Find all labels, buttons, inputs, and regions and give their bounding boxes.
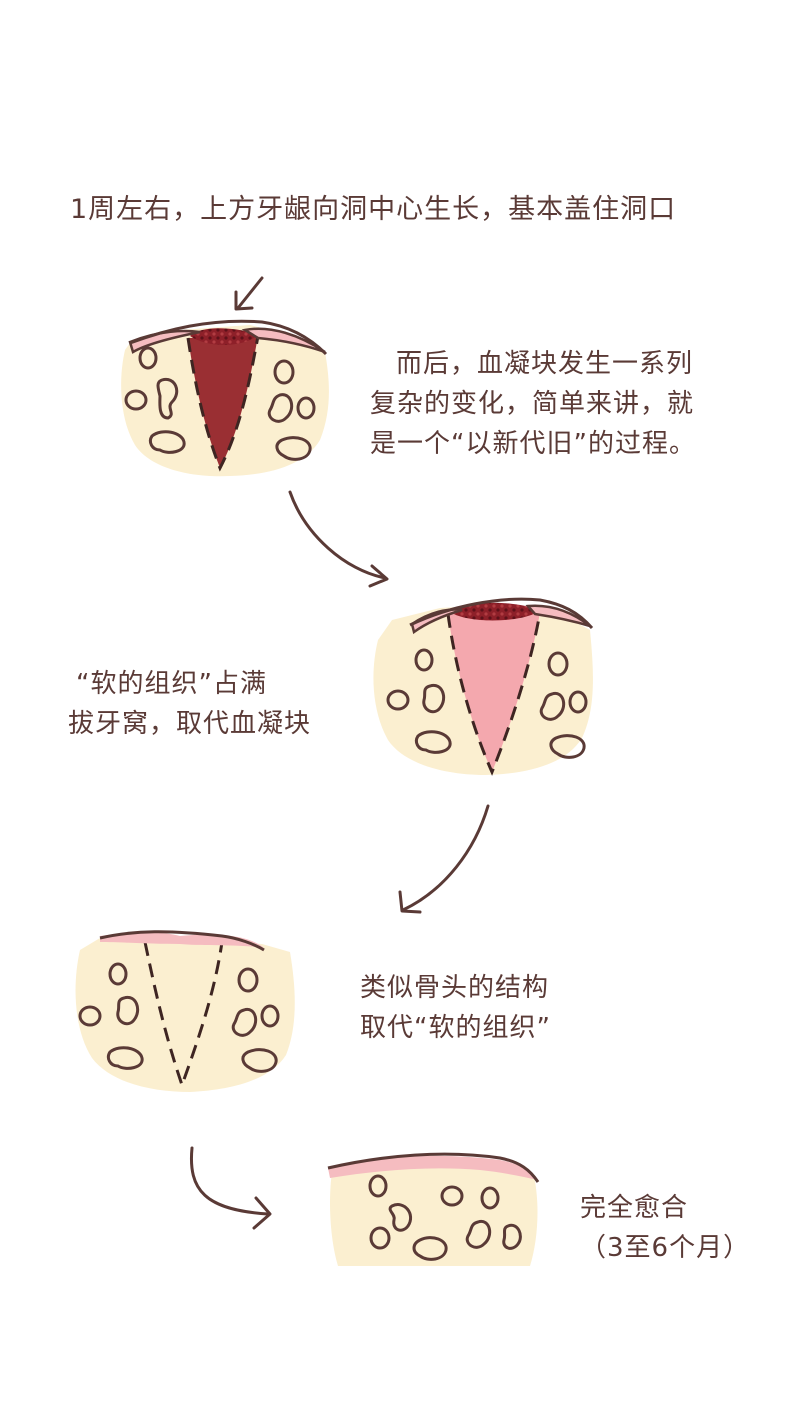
socket-blood-clot [121, 319, 329, 477]
socket-healed [327, 1152, 540, 1266]
arrow-icon [234, 276, 264, 311]
socket-soft-tissue [373, 597, 594, 776]
caption-clot-changes: 而后，血凝块发生一系列 复杂的变化，简单来讲，就 是一个“以新代旧”的过程。 [370, 349, 696, 459]
caption-fully-healed: 完全愈合 （3至6个月） [580, 1193, 751, 1263]
caption-soft-tissue: “软的组织”占满 拔牙窝，取代血凝块 [68, 669, 312, 739]
arrow-icon [398, 804, 490, 914]
socket-bone-structure [75, 930, 295, 1092]
caption-one-week: 1周左右，上方牙龈向洞中心生长，基本盖住洞口 [70, 194, 677, 225]
caption-bone-structure: 类似骨头的结构 取代“软的组织” [360, 973, 551, 1043]
arrow-icon [288, 490, 389, 588]
arrow-icon [189, 1146, 272, 1230]
